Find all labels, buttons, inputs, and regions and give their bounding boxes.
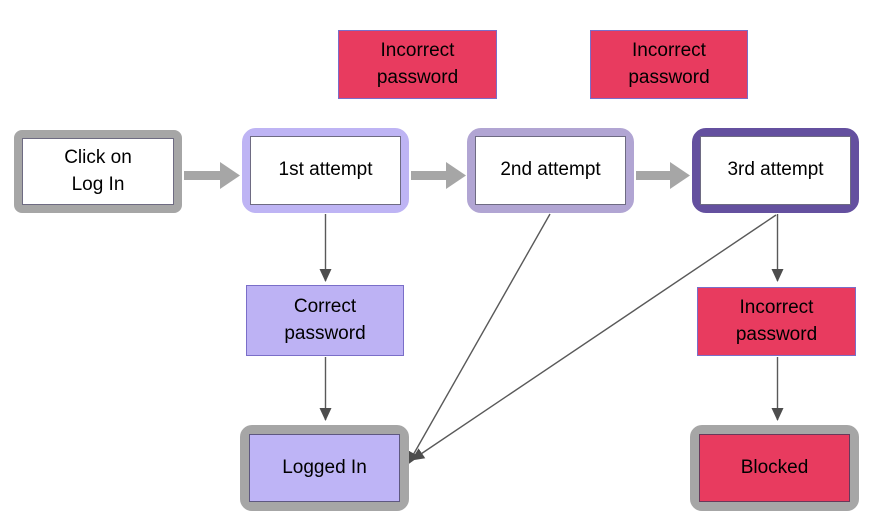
node-label-line: 3rd attempt: [727, 159, 824, 181]
node-label-line: 2nd attempt: [500, 159, 601, 181]
node-correct-password: Correct password: [246, 285, 404, 356]
node-1st-attempt: 1st attempt: [242, 128, 409, 213]
node-label-line: password: [284, 322, 366, 344]
node-click-on-log-in: Click on Log In: [14, 130, 182, 213]
node-3rd-attempt: 3rd attempt: [692, 128, 859, 213]
node-incorrect-password-top-1: Incorrect password: [338, 30, 497, 99]
node-label-line: Log In: [71, 173, 125, 195]
node-label-line: password: [735, 323, 818, 345]
node-label-line: Incorrect: [739, 297, 814, 319]
node-incorrect-password-top-2: Incorrect password: [590, 30, 748, 99]
node-logged-in: Logged In: [240, 425, 409, 511]
node-label-line: password: [376, 66, 459, 88]
node-label-line: Click on: [64, 147, 132, 169]
node-label-line: Blocked: [740, 456, 809, 478]
node-label-line: Incorrect: [632, 40, 706, 62]
arrow-attempt2-to-attempt3: [636, 162, 690, 189]
node-label-line: Logged In: [282, 456, 367, 478]
node-label-line: 1st attempt: [278, 159, 373, 181]
arrow-click-login-to-attempt1: [184, 162, 240, 189]
node-label-line: password: [628, 66, 710, 88]
node-label-line: Correct: [293, 296, 357, 318]
node-label-line: Incorrect: [380, 40, 455, 62]
arrow-attempt2-to-logged-in: [407, 213, 551, 465]
node-incorrect-password-bottom: Incorrect password: [697, 287, 856, 356]
node-2nd-attempt: 2nd attempt: [467, 128, 634, 213]
arrow-attempt1-to-attempt2: [411, 162, 466, 189]
node-blocked: Blocked: [690, 425, 859, 511]
